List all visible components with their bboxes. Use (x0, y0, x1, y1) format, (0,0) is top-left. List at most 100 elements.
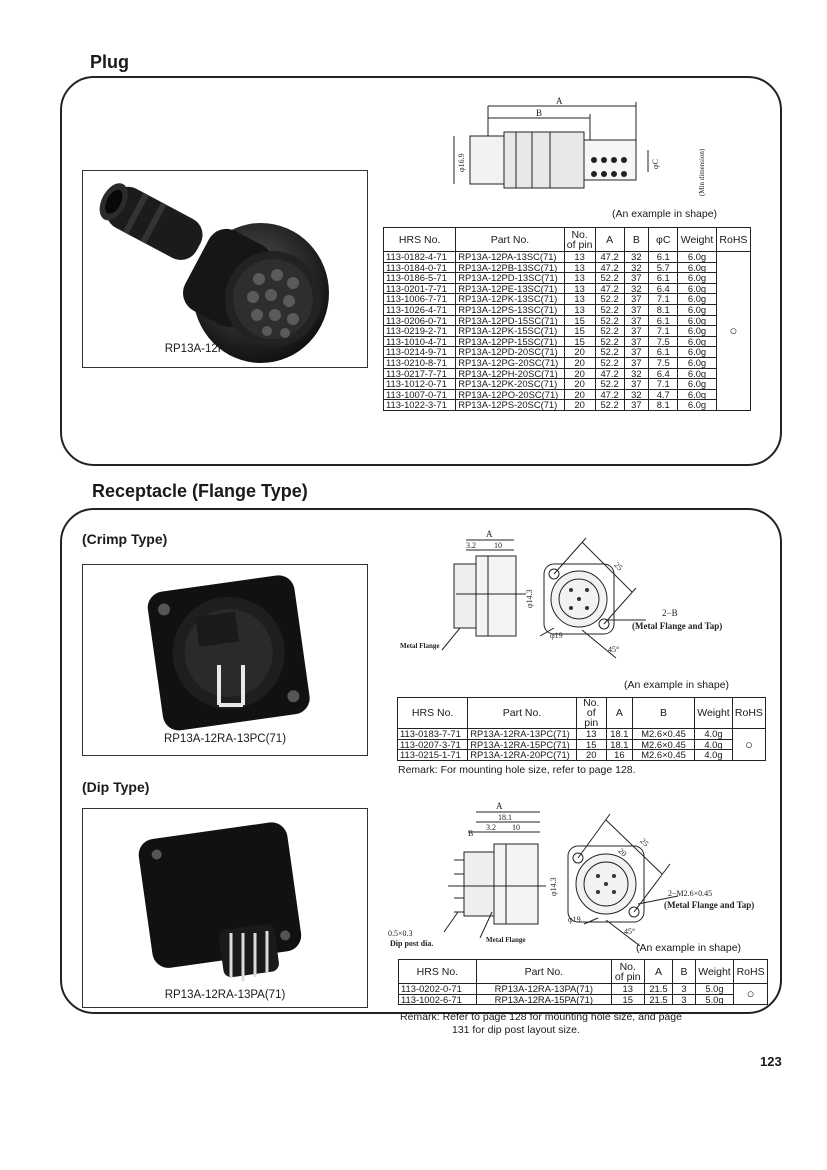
plug-pins: 15 (563, 325, 596, 337)
crimp-b: M2.6×0.45 (631, 728, 696, 740)
plug-hrs-no: 113-0184-0-71 (382, 261, 457, 274)
plug-part-no: RP13A-12PP-15SC(71) (455, 335, 565, 348)
dip-b: 3 (672, 983, 696, 995)
dip-weight: 5.0g (694, 983, 735, 995)
plug-pins: 15 (563, 314, 596, 327)
plug-weight: 6.0g (677, 261, 717, 274)
receptacle-panel (60, 508, 782, 1014)
crimp-pins: 13 (575, 728, 607, 740)
plug-a: 52.2 (594, 335, 625, 348)
crimp-a: 18.1 (605, 738, 633, 751)
crimp-col-pins: No. of pin (575, 697, 607, 729)
plug-a: 52.2 (594, 314, 625, 327)
dip-pins: 13 (610, 983, 645, 995)
dip-a: 21.5 (643, 993, 674, 1006)
plug-dim-a: A (556, 96, 563, 106)
crimp-weight: 4.0g (694, 728, 733, 740)
crimp-receptacle-photo (147, 575, 310, 731)
plug-panel (60, 76, 782, 466)
plug-c: 7.1 (648, 293, 679, 305)
crimp-pins: 20 (575, 749, 607, 761)
plug-rohs-mark: ○ (715, 251, 752, 411)
crimp-hrs-no: 113-0215-1-71 (396, 749, 469, 761)
dip-spec-table: HRS No. Part No. No. of pin A B Weight R… (398, 959, 768, 1006)
plug-pins: 13 (563, 251, 596, 263)
plug-part-no: RP13A-12PO-20SC(71) (455, 388, 565, 401)
dip-photo-caption: RP13A-12RA-13PA(71) (164, 989, 286, 1001)
plug-a: 47.2 (594, 367, 625, 380)
crimp-dim-10: 10 (494, 541, 502, 550)
plug-photo-caption: RP13A-12PA-13SC(71) (164, 343, 286, 355)
plug-hrs-no: 113-1022-3-71 (382, 399, 457, 411)
plug-hrs-no: 113-0217-7-71 (382, 367, 457, 380)
dip-dim-181: 18.1 (498, 813, 512, 822)
plug-a: 52.2 (594, 399, 625, 411)
dip-remark-line1: Remark: Refer to page 128 for mounting h… (400, 1011, 682, 1023)
dip-post-size: 0.5×0.3 (388, 929, 413, 938)
plug-dimension-drawing: A B φ16.9 φC (Min dimension) (453, 96, 706, 196)
plug-pins: 13 (563, 272, 596, 284)
plug-part-no: RP13A-12PD-13SC(71) (455, 272, 565, 284)
plug-b: 37 (623, 303, 650, 316)
plug-b: 32 (623, 388, 650, 401)
plug-pins: 13 (563, 282, 596, 295)
plug-c: 6.4 (648, 367, 679, 380)
crimp-hrs-no: 113-0183-7-71 (396, 728, 469, 740)
plug-weight: 6.0g (677, 356, 717, 369)
plug-weight: 6.0g (677, 325, 717, 337)
plug-c: 6.1 (648, 314, 679, 327)
dip-metal-flange-tap: (Metal Flange and Tap) (664, 900, 754, 910)
plug-pins: 20 (563, 399, 596, 411)
plug-part-no: RP13A-12PH-20SC(71) (455, 367, 565, 380)
plug-weight: 6.0g (677, 272, 717, 284)
crimp-part-no: RP13A-12RA-20PC(71) (467, 749, 577, 761)
dip-dim-25: 25 (638, 836, 650, 848)
dip-example-note: (An example in shape) (636, 942, 742, 954)
crimp-photo-caption: RP13A-12RA-13PC(71) (163, 733, 287, 745)
crimp-dim-45: 45° (608, 645, 619, 654)
plug-a: 47.2 (594, 261, 625, 274)
plug-c: 6.1 (648, 272, 679, 284)
plug-col-b: B (623, 227, 650, 252)
plug-b: 37 (623, 399, 650, 411)
plug-pins: 15 (563, 335, 596, 348)
plug-c: 8.1 (648, 399, 679, 411)
plug-pins: 20 (563, 378, 596, 390)
plug-part-no: RP13A-12PD-15SC(71) (455, 314, 565, 327)
crimp-dim-25: 25 (612, 560, 624, 572)
plug-hrs-no: 113-0214-9-71 (382, 346, 457, 358)
plug-b: 37 (623, 346, 650, 358)
dip-hrs-no: 113-0202-0-71 (398, 983, 477, 995)
plug-weight: 6.0g (677, 251, 717, 263)
plug-hrs-no: 113-1006-7-71 (382, 293, 457, 305)
plug-hrs-no: 113-1007-0-71 (382, 388, 457, 401)
crimp-type-subtitle: (Crimp Type) (82, 531, 168, 547)
dip-dim-b: B (468, 829, 473, 838)
dip-post-note: Dip post dia. (390, 939, 433, 948)
plug-col-weight: Weight (677, 227, 717, 252)
plug-c: 7.1 (648, 325, 679, 337)
dip-dimension-drawing: A 18.1 B 3.2 10 φ14.3 25 20 2−M2.6×0.45 … (388, 801, 754, 948)
plug-weight: 6.0g (677, 314, 717, 327)
plug-weight: 6.0g (677, 378, 717, 390)
plug-a: 52.2 (594, 378, 625, 390)
crimp-dim-dia19: φ19 (550, 631, 563, 640)
page-number: 123 (760, 1054, 782, 1069)
plug-weight: 6.0g (677, 303, 717, 316)
crimp-dimension-drawing: A 3.2 10 φ14.3 25 2−B (Metal Flange and … (400, 529, 722, 659)
plug-c: 6.1 (648, 346, 679, 358)
plug-hrs-no: 113-0206-0-71 (382, 314, 457, 327)
plug-pins: 13 (563, 293, 596, 305)
dip-col-weight: Weight (694, 959, 735, 984)
plug-weight: 6.0g (677, 335, 717, 348)
plug-part-no: RP13A-12PE-13SC(71) (455, 282, 565, 295)
plug-b: 37 (623, 293, 650, 305)
